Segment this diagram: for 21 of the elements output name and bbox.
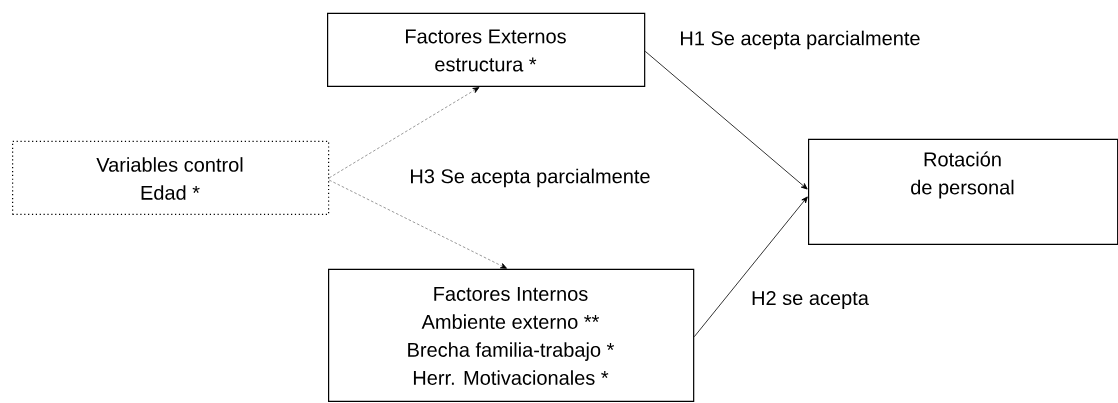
node-label: estructura * — [435, 57, 537, 72]
arrow — [644, 50, 808, 190]
box — [328, 268, 695, 402]
node-label: Factores Externos — [406, 29, 566, 44]
node-label: Ambiente externo ** — [421, 314, 600, 329]
edge-label: H1 Se acepta parcialmente — [676, 28, 924, 52]
box — [808, 138, 1118, 245]
node-label: Edad * — [141, 185, 200, 200]
box — [12, 140, 330, 215]
node-label: Rotación — [924, 151, 1001, 167]
arrow — [328, 179, 507, 269]
edge-label: H2 se acepta — [748, 288, 872, 312]
node-label: Brecha familia-trabajo * — [408, 342, 615, 361]
node-label: Variables control — [96, 157, 243, 172]
arrow — [693, 196, 808, 338]
arrow — [328, 87, 480, 179]
box — [327, 12, 646, 87]
hypothesis-label: H3 Se acepta parcialmente — [411, 168, 650, 188]
node-label: de personal — [911, 179, 1014, 199]
node-label: Factores Internos — [434, 287, 588, 301]
node-label: Herr. Motivacionales * — [413, 370, 609, 385]
